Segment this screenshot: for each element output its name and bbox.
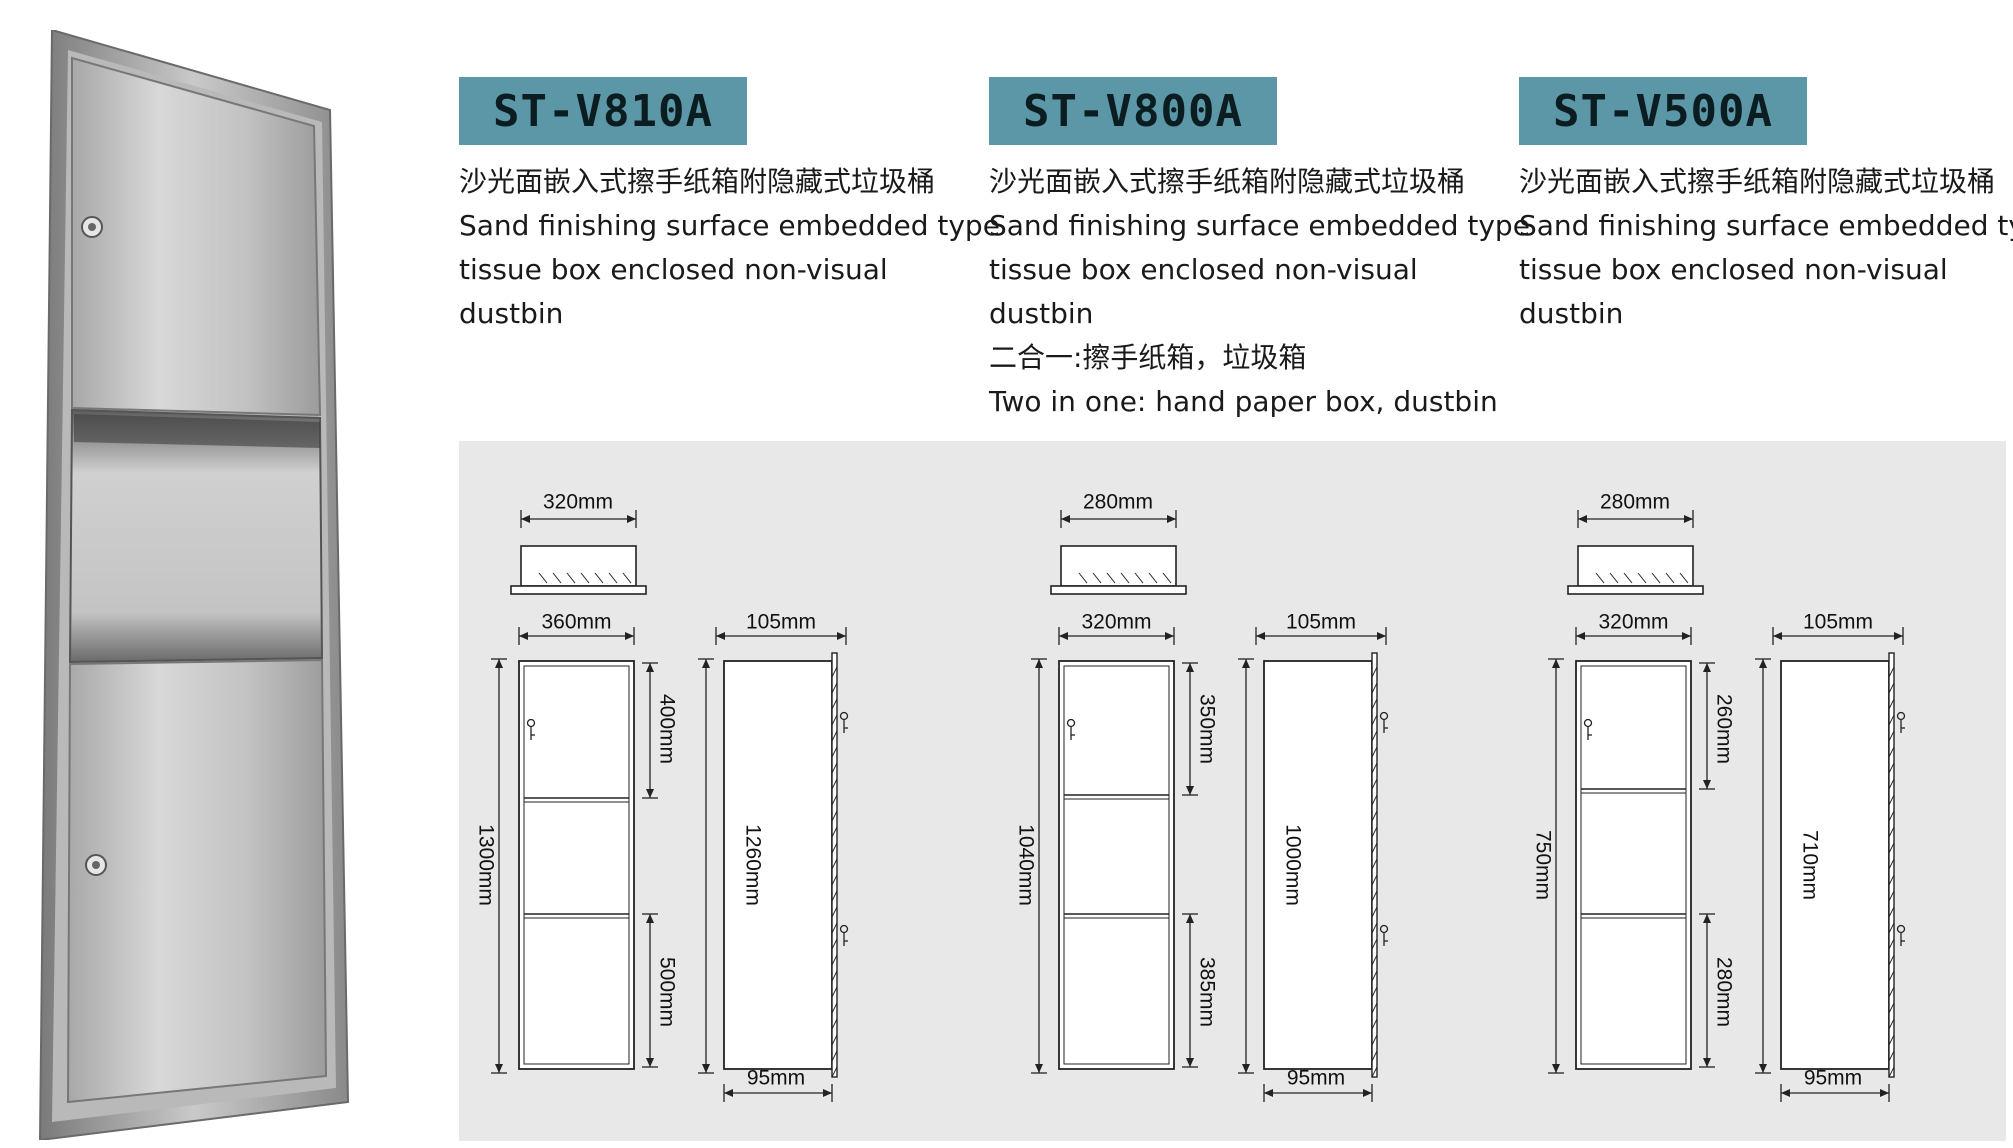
desc-line: dustbin xyxy=(989,297,1094,330)
side-height-label: 1260mm xyxy=(741,824,764,906)
desc-line: dustbin xyxy=(1519,297,1624,330)
desc-line: tissue box enclosed non-visual xyxy=(1519,253,1948,286)
model-badge-st-v500a: ST-V500A xyxy=(1519,77,1807,145)
top-width-label: 320mm xyxy=(543,491,613,514)
description-st-v800a: 沙光面嵌入式擦手纸箱附隐藏式垃圾桶 Sand finishing surface… xyxy=(989,160,1530,424)
side-depth-bottom-label: 95mm xyxy=(1287,1067,1345,1090)
side-depth-top-label: 105mm xyxy=(1286,611,1356,634)
front-height-label: 1040mm xyxy=(1014,824,1037,906)
dimension-drawings: 320mm 360mm 1300mm 400mm 500mm 105mm 1260mm 95m… xyxy=(474,491,1906,1102)
front-width-label: 320mm xyxy=(1598,611,1668,634)
top-width-label: 280mm xyxy=(1600,491,1670,514)
front-width-label: 360mm xyxy=(541,611,611,634)
upper-section-label: 400mm xyxy=(655,694,678,764)
front-height-label: 1300mm xyxy=(474,824,497,906)
model-badge-st-v800a: ST-V800A xyxy=(989,77,1277,145)
desc-line: 沙光面嵌入式擦手纸箱附隐藏式垃圾桶 xyxy=(989,165,1466,198)
desc-line: 沙光面嵌入式擦手纸箱附隐藏式垃圾桶 xyxy=(1519,165,1996,198)
model-badge-st-v810a: ST-V810A xyxy=(459,77,747,145)
desc-line: Sand finishing surface embedded type xyxy=(1519,209,2013,242)
dimension-drawing-st-v800a: 280mm 320mm 1040mm 350mm 385mm 105mm 1000mm 95m… xyxy=(1014,491,1389,1102)
side-height-label: 710mm xyxy=(1798,830,1821,900)
desc-line: 沙光面嵌入式擦手纸箱附隐藏式垃圾桶 xyxy=(459,165,936,198)
side-height-label: 1000mm xyxy=(1281,824,1304,906)
dimension-drawing-st-v500a: 280mm 320mm 750mm 260mm 280mm 105mm 710mm 95mm xyxy=(1531,491,1906,1102)
side-depth-bottom-label: 95mm xyxy=(747,1067,805,1090)
desc-line: tissue box enclosed non-visual xyxy=(459,253,888,286)
desc-line: Two in one: hand paper box, dustbin xyxy=(989,385,1498,418)
product-photo xyxy=(38,30,350,1140)
top-width-label: 280mm xyxy=(1083,491,1153,514)
front-height-label: 750mm xyxy=(1531,830,1554,900)
desc-line: tissue box enclosed non-visual xyxy=(989,253,1418,286)
front-width-label: 320mm xyxy=(1081,611,1151,634)
lower-section-label: 385mm xyxy=(1195,957,1218,1027)
drawing-panel xyxy=(459,441,2006,1141)
dimension-drawing-st-v810a: 320mm 360mm 1300mm 400mm 500mm 105mm 1260mm 95m… xyxy=(474,491,849,1102)
side-depth-top-label: 105mm xyxy=(1803,611,1873,634)
description-st-v500a: 沙光面嵌入式擦手纸箱附隐藏式垃圾桶 Sand finishing surface… xyxy=(1519,160,2013,336)
lower-section-label: 280mm xyxy=(1712,957,1735,1027)
description-st-v810a: 沙光面嵌入式擦手纸箱附隐藏式垃圾桶 Sand finishing surface… xyxy=(459,160,1000,336)
desc-line: Sand finishing surface embedded type xyxy=(989,209,1530,242)
lower-section-label: 500mm xyxy=(655,957,678,1027)
desc-line: 二合一:擦手纸箱，垃圾箱 xyxy=(989,341,1307,374)
upper-section-label: 260mm xyxy=(1712,694,1735,764)
desc-line: dustbin xyxy=(459,297,564,330)
desc-line: Sand finishing surface embedded type xyxy=(459,209,1000,242)
upper-section-label: 350mm xyxy=(1195,694,1218,764)
side-depth-top-label: 105mm xyxy=(746,611,816,634)
side-depth-bottom-label: 95mm xyxy=(1804,1067,1862,1090)
